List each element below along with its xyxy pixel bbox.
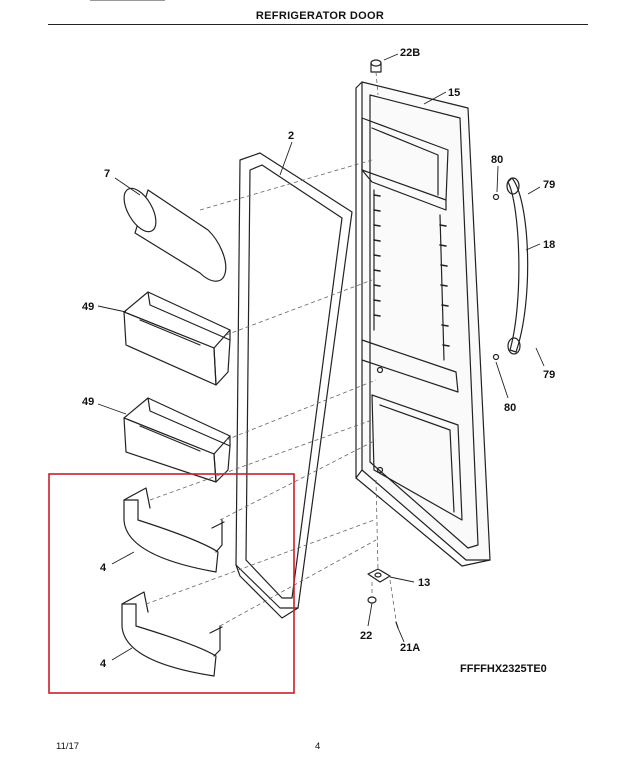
model-code: FFFFHX2325TE0 (460, 663, 547, 675)
callout-4-lower: 4 (100, 658, 107, 670)
callout-7: 7 (104, 168, 110, 180)
door-shelf-upper (123, 487, 225, 573)
page-title: REFRIGERATOR DOOR (255, 10, 385, 22)
callout-49-lower: 49 (82, 396, 94, 408)
callout-18: 18 (543, 239, 555, 251)
callout-79-upper: 79 (543, 179, 555, 191)
callout-22b: 22B (400, 47, 420, 59)
header-rule (48, 24, 588, 25)
callout-49-upper: 49 (82, 301, 94, 313)
door-shelf-lower (121, 591, 223, 677)
footer-date: 11/17 (56, 741, 80, 752)
footer-page-number: 4 (315, 741, 321, 752)
lower-hinge-parts (367, 568, 399, 629)
callout-21a: 21A (400, 642, 420, 654)
dairy-cylinder (123, 187, 227, 282)
callout-80-upper: 80 (491, 154, 503, 166)
door-gasket (235, 152, 353, 619)
door-handle (492, 177, 529, 361)
callout-79-lower: 79 (543, 369, 555, 381)
header-stub-line (90, 0, 165, 1)
highlight-box (48, 473, 295, 694)
callout-4-upper: 4 (100, 562, 107, 574)
callout-15: 15 (448, 87, 460, 99)
door-liner (355, 59, 491, 567)
door-bin-upper (123, 291, 231, 386)
callout-80-lower: 80 (504, 402, 516, 414)
callout-22: 22 (360, 630, 372, 642)
callout-13: 13 (418, 577, 430, 589)
door-bin-lower (123, 397, 231, 483)
callout-2: 2 (288, 130, 294, 142)
